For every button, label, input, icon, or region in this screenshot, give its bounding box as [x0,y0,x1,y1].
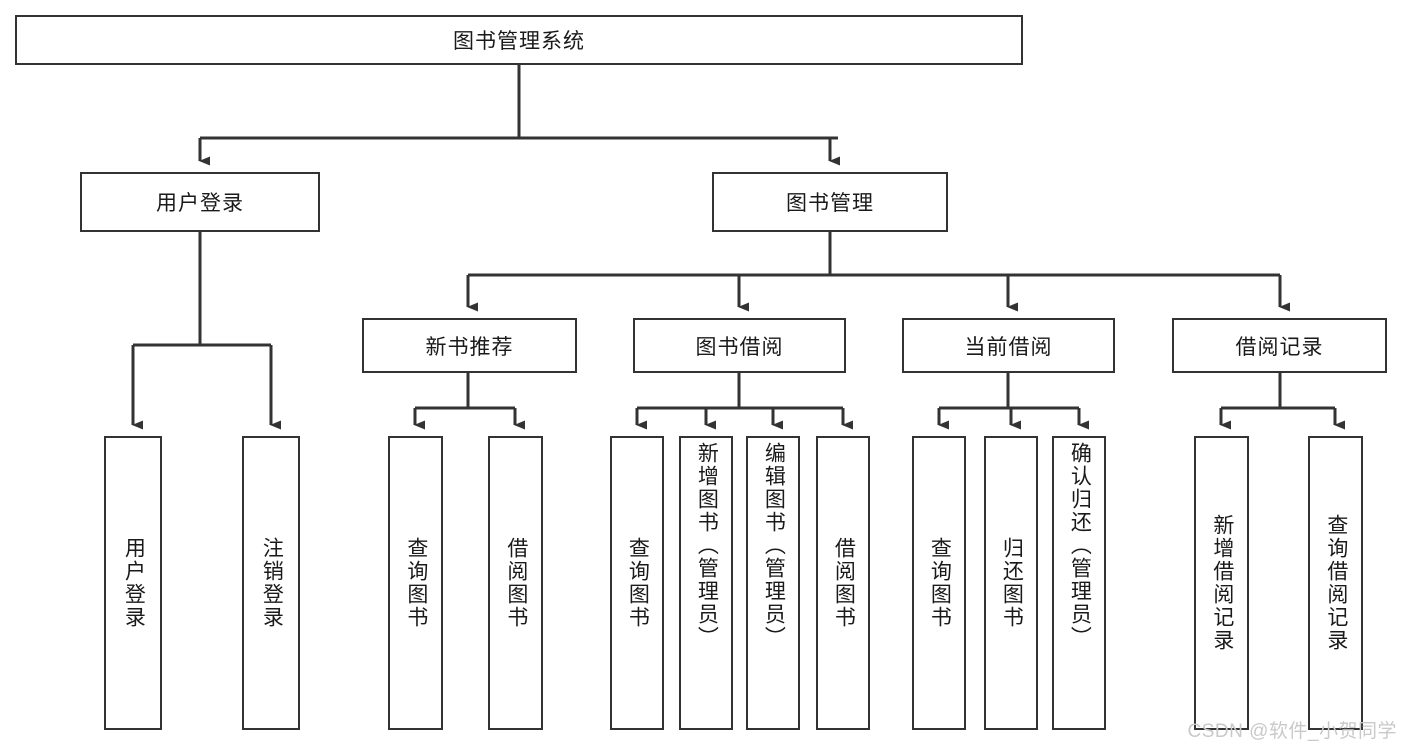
node-edit-book-label: 编辑图书（管理员） [762,442,786,649]
user-login-to-children [131,232,281,430]
node-query-book-2[interactable]: 查询图书 [610,436,664,730]
node-login-label: 用户登录 [122,537,146,629]
node-user-login-label: 用户登录 [156,192,244,215]
node-return-book-label: 归还图书 [1000,537,1024,629]
node-current-borrow-label: 当前借阅 [964,335,1053,359]
node-add-book[interactable]: 新增图书（管理员） [679,436,733,730]
node-query-book-2-label: 查询图书 [626,537,650,629]
root-to-level1 [198,65,840,166]
borrow-record-to-children [1219,373,1345,430]
book-borrow-to-children [635,373,853,430]
node-borrow-book-1-label: 借阅图书 [504,537,528,629]
node-user-login[interactable]: 用户登录 [80,172,320,232]
node-borrow-book-2-label: 借阅图书 [832,537,856,629]
node-return-book[interactable]: 归还图书 [984,436,1038,730]
node-current-borrow[interactable]: 当前借阅 [902,318,1115,373]
node-confirm-return-label: 确认归还（管理员） [1068,442,1092,649]
node-new-book-recommend-label: 新书推荐 [425,335,514,359]
node-borrow-record-label: 借阅记录 [1235,335,1324,359]
book-manage-to-level2 [466,232,1290,312]
node-borrow-book-2[interactable]: 借阅图书 [816,436,870,730]
node-logout-label: 注销登录 [260,537,284,629]
node-book-manage-label: 图书管理 [786,192,874,215]
node-query-book-1[interactable]: 查询图书 [388,436,443,730]
node-root-label: 图书管理系统 [453,30,585,53]
node-logout[interactable]: 注销登录 [242,436,300,730]
node-query-record[interactable]: 查询借阅记录 [1308,436,1363,730]
node-borrow-book-1[interactable]: 借阅图书 [488,436,543,730]
node-book-borrow-label: 图书借阅 [695,335,784,359]
node-edit-book[interactable]: 编辑图书（管理员） [746,436,800,730]
node-login[interactable]: 用户登录 [104,436,162,730]
node-borrow-record[interactable]: 借阅记录 [1172,318,1387,373]
watermark: CSDN @软件_小贺同学 [1187,721,1397,742]
node-query-record-label: 查询借阅记录 [1324,514,1348,652]
node-query-book-3[interactable]: 查询图书 [912,436,966,730]
node-book-borrow[interactable]: 图书借阅 [633,318,846,373]
node-root[interactable]: 图书管理系统 [15,15,1023,65]
node-query-book-3-label: 查询图书 [928,537,952,629]
node-add-record[interactable]: 新增借阅记录 [1194,436,1249,730]
current-borrow-to-children [937,373,1089,430]
node-new-book-recommend[interactable]: 新书推荐 [362,318,577,373]
node-query-book-1-label: 查询图书 [404,537,428,629]
node-add-record-label: 新增借阅记录 [1210,514,1234,652]
node-book-manage[interactable]: 图书管理 [712,172,948,232]
node-confirm-return[interactable]: 确认归还（管理员） [1052,436,1106,730]
node-add-book-label: 新增图书（管理员） [695,442,719,649]
new-book-recommend-to-children [413,373,525,430]
